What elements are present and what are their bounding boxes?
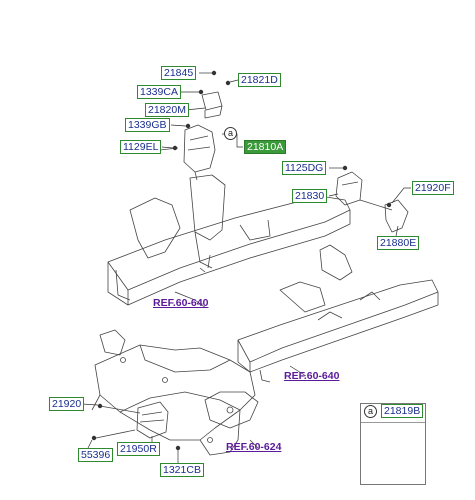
bolt-21845-icon xyxy=(211,70,217,76)
callout-a-inset: a xyxy=(364,405,377,418)
part-label-21845[interactable]: 21845 xyxy=(161,66,197,80)
engine-mount-drawing xyxy=(159,91,223,181)
part-label-1125DG[interactable]: 1125DG xyxy=(282,161,327,175)
upper-frame-drawing xyxy=(107,174,353,306)
part-label-21830[interactable]: 21830 xyxy=(292,189,328,203)
part-label-21920F[interactable]: 21920F xyxy=(412,181,454,195)
right-frame-drawing xyxy=(237,279,439,383)
bolt-55396-icon xyxy=(91,435,97,441)
bolt-1339CA-icon xyxy=(198,89,204,95)
bolt-1125DG-icon xyxy=(342,165,348,171)
part-label-21920[interactable]: 21920 xyxy=(49,397,85,411)
part-label-21810A[interactable]: 21810A xyxy=(244,140,287,154)
part-label-1321CB[interactable]: 1321CB xyxy=(160,463,204,477)
nut-21821D-icon xyxy=(225,80,231,86)
bolt-1129EL-icon xyxy=(172,145,178,151)
part-label-21880E[interactable]: 21880E xyxy=(377,236,420,250)
crossmember-drawing xyxy=(91,329,259,456)
ref-link-right[interactable]: REF.60-640 xyxy=(284,370,340,382)
ref-link-upper[interactable]: REF.60-640 xyxy=(153,297,209,309)
fasteners xyxy=(91,70,392,451)
part-label-21821D[interactable]: 21821D xyxy=(238,73,281,87)
part-label-21819B[interactable]: 21819B xyxy=(381,404,424,418)
part-label-21950R[interactable]: 21950R xyxy=(117,442,160,456)
bolt-21920F-icon xyxy=(386,202,392,208)
part-label-1339CA[interactable]: 1339CA xyxy=(137,85,181,99)
bolt-1339GB-icon xyxy=(185,123,191,129)
ref-link-lower[interactable]: REF.60-624 xyxy=(226,441,282,453)
part-label-1339GB[interactable]: 1339GB xyxy=(125,118,170,132)
bolt-21920-icon xyxy=(97,403,103,409)
bolt-1321CB-icon xyxy=(175,445,181,451)
part-label-21820M[interactable]: 21820M xyxy=(145,103,189,117)
trans-mount-drawing xyxy=(335,171,409,233)
part-label-55396[interactable]: 55396 xyxy=(78,448,114,462)
inset-header xyxy=(361,404,425,423)
part-label-1129EL[interactable]: 1129EL xyxy=(120,140,162,154)
leader-lines xyxy=(81,72,411,463)
roll-mount-drawing xyxy=(95,401,169,439)
callout-a-main: a xyxy=(224,127,237,140)
